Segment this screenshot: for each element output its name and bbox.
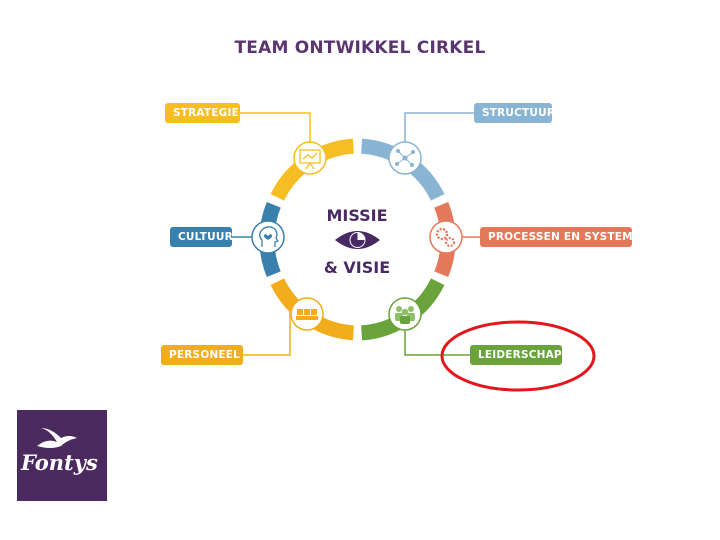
diagram-title: TEAM ONTWIKKEL CIRKEL xyxy=(234,38,486,58)
label-personeel: PERSONEEL xyxy=(161,345,243,365)
group-icon xyxy=(388,297,422,331)
connector-leiderschap xyxy=(404,330,470,356)
presentation-chart-icon xyxy=(293,141,327,175)
label-leiderschap: LEIDERSCHAP xyxy=(470,345,562,365)
connector-structuur xyxy=(404,112,474,145)
connector-strategie xyxy=(240,112,311,145)
highlight-ellipse xyxy=(440,320,596,392)
label-strategie: STRATEGIE xyxy=(165,103,240,123)
eye-icon xyxy=(335,231,380,249)
logo-text: Fontys xyxy=(21,450,98,475)
people-icon xyxy=(290,297,324,331)
label-structuur: STRUCTUUR xyxy=(474,103,555,123)
bird-icon xyxy=(37,428,77,448)
label-cultuur: CULTUUR xyxy=(170,227,233,247)
center-visie: & VISIE xyxy=(323,258,391,277)
fontys-logo: Fontys xyxy=(17,410,107,501)
network-icon xyxy=(388,141,422,175)
gears-icon xyxy=(429,220,463,254)
label-processen: PROCESSEN EN SYSTEMEN xyxy=(480,227,649,247)
center-missie: MISSIE xyxy=(326,206,388,225)
head-heart-icon xyxy=(251,220,285,254)
